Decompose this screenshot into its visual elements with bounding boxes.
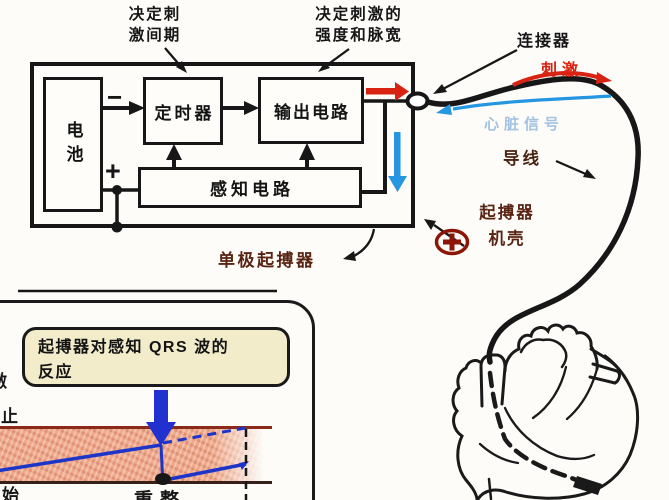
timer-label: 定时器 — [154, 103, 215, 123]
heart-drawing — [451, 323, 640, 500]
battery-box: 电池 — [43, 77, 103, 212]
output-circuit-label: 输出电路 — [274, 103, 350, 122]
case-label-line2: 机壳 — [488, 230, 526, 248]
pacemaker-case-outline — [30, 62, 415, 228]
lead-label: 导线 — [503, 150, 542, 168]
partial-label-stimulus: 激 — [0, 367, 7, 392]
lead-dashed-segment — [487, 370, 588, 487]
sensing-circuit-label: 感知电路 — [210, 180, 294, 199]
reset-label: 重整 — [134, 485, 186, 500]
case-label-line1: 起搏器 — [479, 204, 535, 222]
response-panel — [0, 300, 315, 500]
timer-box: 定时器 — [143, 77, 223, 145]
callout-title-line2: 反应 — [38, 364, 74, 381]
salmon-band — [0, 426, 272, 484]
polarity-plus-icon — [434, 228, 470, 256]
cardiac-signal-label: 心脏信号 — [484, 116, 565, 133]
electrode-tip — [573, 476, 602, 495]
case-label: 起搏器 机壳 — [466, 200, 548, 252]
unipolar-label: 单极起搏器 — [218, 251, 316, 270]
connector-label: 连接器 — [517, 33, 572, 50]
battery-label: 电池 — [63, 120, 83, 169]
output-circuit-box: 输出电路 — [258, 77, 364, 144]
strength-label-line2: 强度和脉宽 — [315, 27, 403, 44]
partial-label-stop: 止 — [1, 407, 18, 426]
strength-label: 决定刺激的 强度和脉宽 — [295, 4, 423, 46]
panel-callout: 起搏器对感知 QRS 波的 反应 — [22, 327, 290, 387]
interval-label-line2: 激间期 — [128, 27, 182, 44]
stimulus-label: 刺激 — [541, 62, 584, 79]
battery-minus-sign: − — [107, 82, 123, 112]
partial-label-start: 始 — [2, 486, 19, 500]
strength-label-line1: 决定刺激的 — [315, 6, 403, 23]
sensing-circuit-box: 感知电路 — [138, 167, 362, 208]
interval-label: 决定刺 激间期 — [112, 4, 198, 46]
callout-title-line1: 起搏器对感知 QRS 波的 — [38, 339, 230, 356]
battery-plus-sign: + — [105, 156, 121, 186]
interval-label-line1: 决定刺 — [128, 6, 182, 23]
